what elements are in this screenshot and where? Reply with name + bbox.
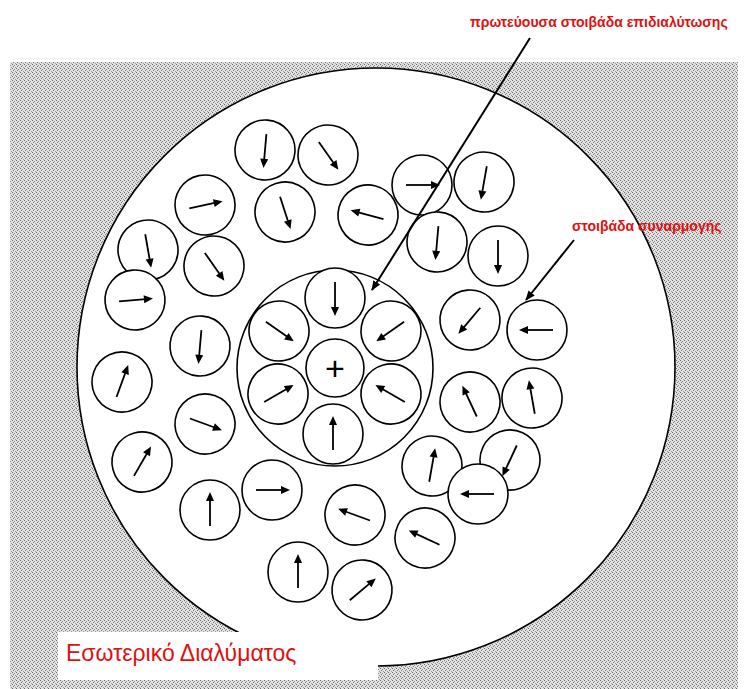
solvent-molecule bbox=[392, 155, 452, 215]
solvent-molecule bbox=[449, 147, 519, 217]
leader-line bbox=[372, 38, 530, 290]
shell-label: πρωτεύουσα στοιβάδα επιδιαλύτωσης bbox=[470, 14, 728, 30]
solvent-molecule bbox=[169, 169, 240, 240]
secondary-shell bbox=[77, 68, 675, 666]
solvent-molecule bbox=[242, 460, 302, 520]
solvent-molecule bbox=[102, 267, 167, 332]
leader-line bbox=[526, 240, 574, 300]
solution-background bbox=[10, 62, 738, 689]
solvent-molecule bbox=[180, 480, 240, 540]
solvent-molecule bbox=[404, 209, 469, 274]
solvent-molecule bbox=[286, 113, 370, 197]
solvent-molecule bbox=[232, 117, 297, 182]
solvent-molecule bbox=[428, 278, 513, 363]
solvent-molecule bbox=[167, 386, 244, 463]
shell-label: στοιβάδα συναρμογής bbox=[572, 218, 722, 234]
solvent-molecule bbox=[468, 226, 528, 286]
solvent-molecule bbox=[247, 174, 323, 250]
ion-charge: + bbox=[305, 338, 365, 398]
region-label: Εσωτερικό Διαλύματος bbox=[66, 640, 296, 667]
solvent-molecule bbox=[303, 404, 363, 464]
label-patch bbox=[58, 632, 378, 680]
solvent-molecule bbox=[167, 313, 232, 378]
solvent-molecule bbox=[101, 421, 183, 503]
solvent-molecule bbox=[385, 498, 465, 578]
solvent-molecule bbox=[320, 548, 405, 633]
solvent-molecule bbox=[172, 224, 256, 308]
solvent-molecule bbox=[507, 300, 567, 360]
solvent-molecule bbox=[448, 464, 508, 524]
solvent-molecule bbox=[317, 477, 394, 554]
ion-circle: + bbox=[305, 338, 365, 398]
solvent-molecule bbox=[84, 344, 161, 421]
solvent-molecule bbox=[268, 542, 328, 602]
solvent-molecule bbox=[497, 363, 567, 433]
solvent-molecule bbox=[430, 362, 510, 442]
solvent-molecule bbox=[305, 268, 365, 328]
